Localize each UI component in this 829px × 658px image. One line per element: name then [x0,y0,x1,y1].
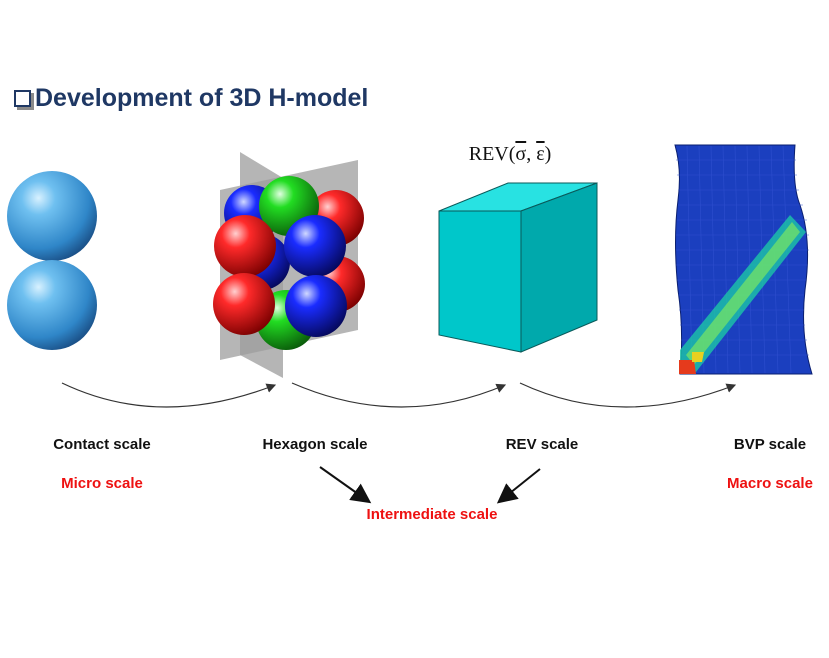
arrow-rev-to-bvp [519,382,737,408]
rev-formula-epsilon: ε [536,143,545,165]
bvp-shear-band-inner [686,222,800,365]
contact-sphere-bottom [7,260,97,350]
arrow-rev-to-intermediate [496,468,541,504]
rev-formula-prefix: REV( [468,143,516,165]
page-title: Development of 3D H-model [14,84,368,113]
contact-spheres [7,171,97,350]
intermediate-arrows [319,466,541,504]
label-rev-scale: REV scale [505,436,579,453]
rev-cube [438,182,598,353]
bvp-corner-hotspot [679,360,696,374]
page-title-text: Development of 3D H-model [35,84,369,112]
label-micro-scale: Micro scale [61,475,143,492]
label-hexagon-scale: Hexagon scale [262,436,368,453]
contact-sphere-top [7,171,97,261]
arrow-contact-to-hexagon [61,382,277,408]
arrow-hexagon-to-intermediate [319,466,372,504]
scale-transition-arrows [61,382,737,408]
checkbox-bullet-icon [14,90,31,107]
bvp-corner-warm [692,352,704,362]
label-contact-scale: Contact scale [53,436,151,453]
label-macro-scale: Macro scale [727,475,813,492]
label-bvp-scale: BVP scale [733,436,807,453]
rev-formula: REV(σ, ε) [469,143,552,166]
rev-formula-sigma: σ [515,143,527,165]
hexagon-sphere [284,215,346,277]
rev-cube-side [520,182,598,353]
arrow-hexagon-to-rev [291,382,507,408]
bvp-mesh-grid [676,145,809,374]
rev-cube-front [438,210,522,353]
rev-formula-suffix: ) [544,143,552,165]
label-intermediate-scale: Intermediate scale [366,506,498,523]
hexagon-sphere [214,215,276,277]
bvp-mesh [674,144,813,375]
hexagon-assembly [213,152,365,378]
hexagon-sphere [285,275,347,337]
rev-formula-sep: , [526,143,537,165]
hexagon-sphere [213,273,275,335]
